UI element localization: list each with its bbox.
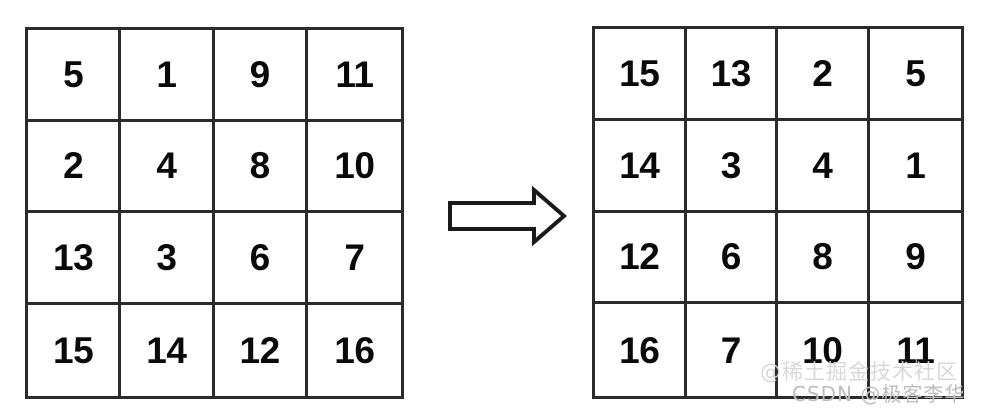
grid-cell: 11: [307, 30, 401, 122]
cell-value: 12: [619, 236, 660, 278]
cell-value: 11: [896, 329, 935, 371]
grid-cell: 3: [121, 213, 215, 305]
grid-cell: 6: [686, 212, 778, 305]
grid-cell: 7: [307, 213, 401, 305]
grid-cell: 9: [214, 30, 308, 122]
cell-value: 3: [156, 236, 177, 278]
grid-cell: 4: [778, 120, 870, 213]
cell-value: 3: [720, 144, 742, 186]
cell-value: 8: [812, 236, 833, 278]
cell-value: 15: [53, 329, 94, 371]
grid-cell: 14: [121, 304, 215, 396]
cell-value: 2: [63, 145, 84, 187]
cell-value: 10: [802, 329, 843, 371]
grid-cell: 7: [686, 304, 778, 396]
cell-value: 14: [619, 144, 660, 186]
cell-value: 13: [53, 236, 94, 278]
cell-value: 7: [720, 329, 742, 371]
grid-cell: 1: [121, 30, 215, 122]
grid-cell: 6: [214, 213, 308, 305]
cell-value: 8: [249, 145, 271, 187]
cell-value: 5: [63, 53, 84, 95]
grid-cell: 10: [778, 304, 870, 396]
cell-value: 1: [905, 144, 926, 186]
grid-cell: 13: [28, 213, 122, 305]
cell-value: 15: [619, 52, 660, 94]
grid-cell: 11: [869, 304, 961, 396]
grid-cell: 15: [595, 29, 687, 121]
grid-cell: 1: [869, 120, 961, 213]
grid-cell: 16: [307, 304, 401, 396]
cell-value: 7: [344, 236, 365, 278]
grid-cell: 16: [595, 304, 687, 396]
grid-cell: 14: [595, 120, 687, 213]
grid-cell: 9: [869, 212, 961, 305]
result-grid: 15 13 2 5 14 3 4 1 12 6 8 9 16 7 10 11: [592, 26, 964, 399]
grid-cell: 13: [686, 29, 778, 121]
cell-value: 10: [334, 145, 375, 187]
source-grid: 5 1 9 11 2 4 8 10 13 3 6 7 15 14 12 16: [25, 27, 404, 399]
grid-cell: 2: [28, 121, 122, 213]
cell-value: 1: [156, 53, 177, 95]
cell-value: 9: [249, 53, 271, 95]
cell-value: 16: [619, 329, 660, 371]
grid-cell: 12: [214, 304, 308, 396]
cell-value: 16: [334, 329, 375, 371]
grid-cell: 5: [869, 29, 961, 121]
cell-value: 12: [239, 329, 281, 371]
cell-value: 2: [812, 52, 833, 94]
cell-value: 4: [156, 145, 177, 187]
grid-cell: 8: [778, 212, 870, 305]
arrow-right-icon: [444, 183, 570, 249]
cell-value: 11: [335, 53, 374, 95]
grid-cell: 3: [686, 120, 778, 213]
grid-cell: 10: [307, 121, 401, 213]
grid-cell: 15: [28, 304, 122, 396]
grid-cell: 5: [28, 30, 122, 122]
cell-value: 13: [710, 52, 752, 94]
cell-value: 5: [905, 52, 926, 94]
cell-value: 14: [146, 329, 187, 371]
grid-cell: 4: [121, 121, 215, 213]
grid-cell: 12: [595, 212, 687, 305]
grid-cell: 8: [214, 121, 308, 213]
cell-value: 4: [812, 144, 833, 186]
cell-value: 6: [249, 236, 271, 278]
grid-cell: 2: [778, 29, 870, 121]
cell-value: 6: [720, 236, 742, 278]
cell-value: 9: [905, 236, 926, 278]
